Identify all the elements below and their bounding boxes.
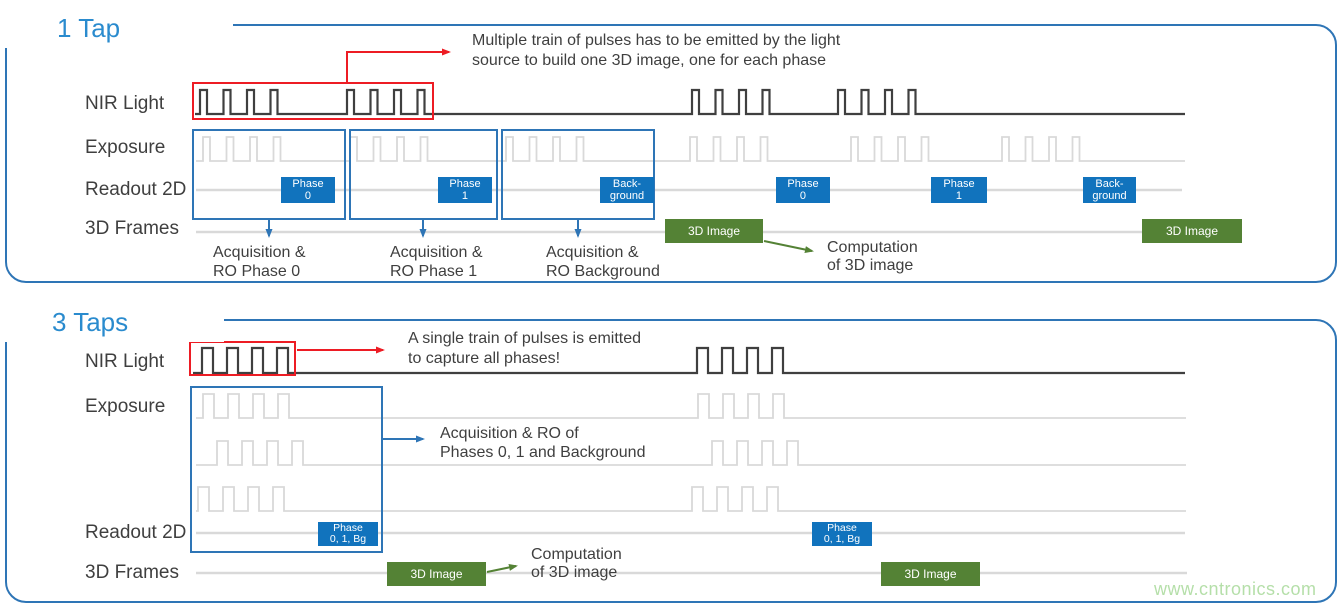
panel1-title: 1 Tap (0, 8, 233, 48)
p2-row-label-3d-frames: 3D Frames (85, 562, 179, 583)
p1-3d-image-box-a: 3D Image (665, 219, 763, 243)
p1-row-label-readout-2d: Readout 2D (85, 179, 187, 200)
p1-acquisition-background-label: Acquisition & RO Background (546, 244, 660, 280)
p2-3d-image-box-a: 3D Image (387, 562, 486, 586)
p1-row-label-3d-frames: 3D Frames (85, 218, 179, 239)
p1-computation-label: Computation of 3D image (827, 239, 918, 274)
p2-row-label-exposure: Exposure (85, 396, 166, 417)
p2-readout-badge-b: Phase 0, 1, Bg (812, 522, 872, 546)
p2-annotation-single-train: A single train of pulses is emitted to c… (408, 330, 642, 367)
p1-3d-image-box-b: 3D Image (1142, 219, 1242, 243)
p1-row-label-exposure: Exposure (85, 137, 166, 158)
p1-readout-badge-background-b: Back- ground (1083, 177, 1136, 203)
p1-annotation-multiple-trains: Multiple train of pulses has to be emitt… (472, 32, 841, 69)
p1-readout-badge-phase1-a: Phase 1 (438, 177, 492, 203)
p2-3d-image-box-b: 3D Image (881, 562, 980, 586)
p2-row-label-readout-2d: Readout 2D (85, 522, 187, 543)
p1-readout-badge-phase1-b: Phase 1 (931, 177, 987, 203)
p2-acquisition-label: Acquisition & RO of Phases 0, 1 and Back… (440, 425, 646, 461)
p2-computation-label: Computation of 3D image (531, 546, 622, 581)
p1-row-label-nir-light: NIR Light (85, 93, 165, 114)
watermark: www.cntronics.com (1154, 579, 1317, 599)
p1-acquisition-phase0-label: Acquisition & RO Phase 0 (213, 244, 306, 280)
p2-readout-badge-a: Phase 0, 1, Bg (318, 522, 378, 546)
p1-readout-badge-phase0-b: Phase 0 (776, 177, 830, 203)
p1-acquisition-phase1-label: Acquisition & RO Phase 1 (390, 244, 483, 280)
p1-readout-badge-background-a: Back- ground (600, 177, 654, 203)
p1-readout-badge-phase0-a: Phase 0 (281, 177, 335, 203)
p2-row-label-nir-light: NIR Light (85, 351, 165, 372)
panel2-title: 3 Taps (0, 302, 224, 342)
